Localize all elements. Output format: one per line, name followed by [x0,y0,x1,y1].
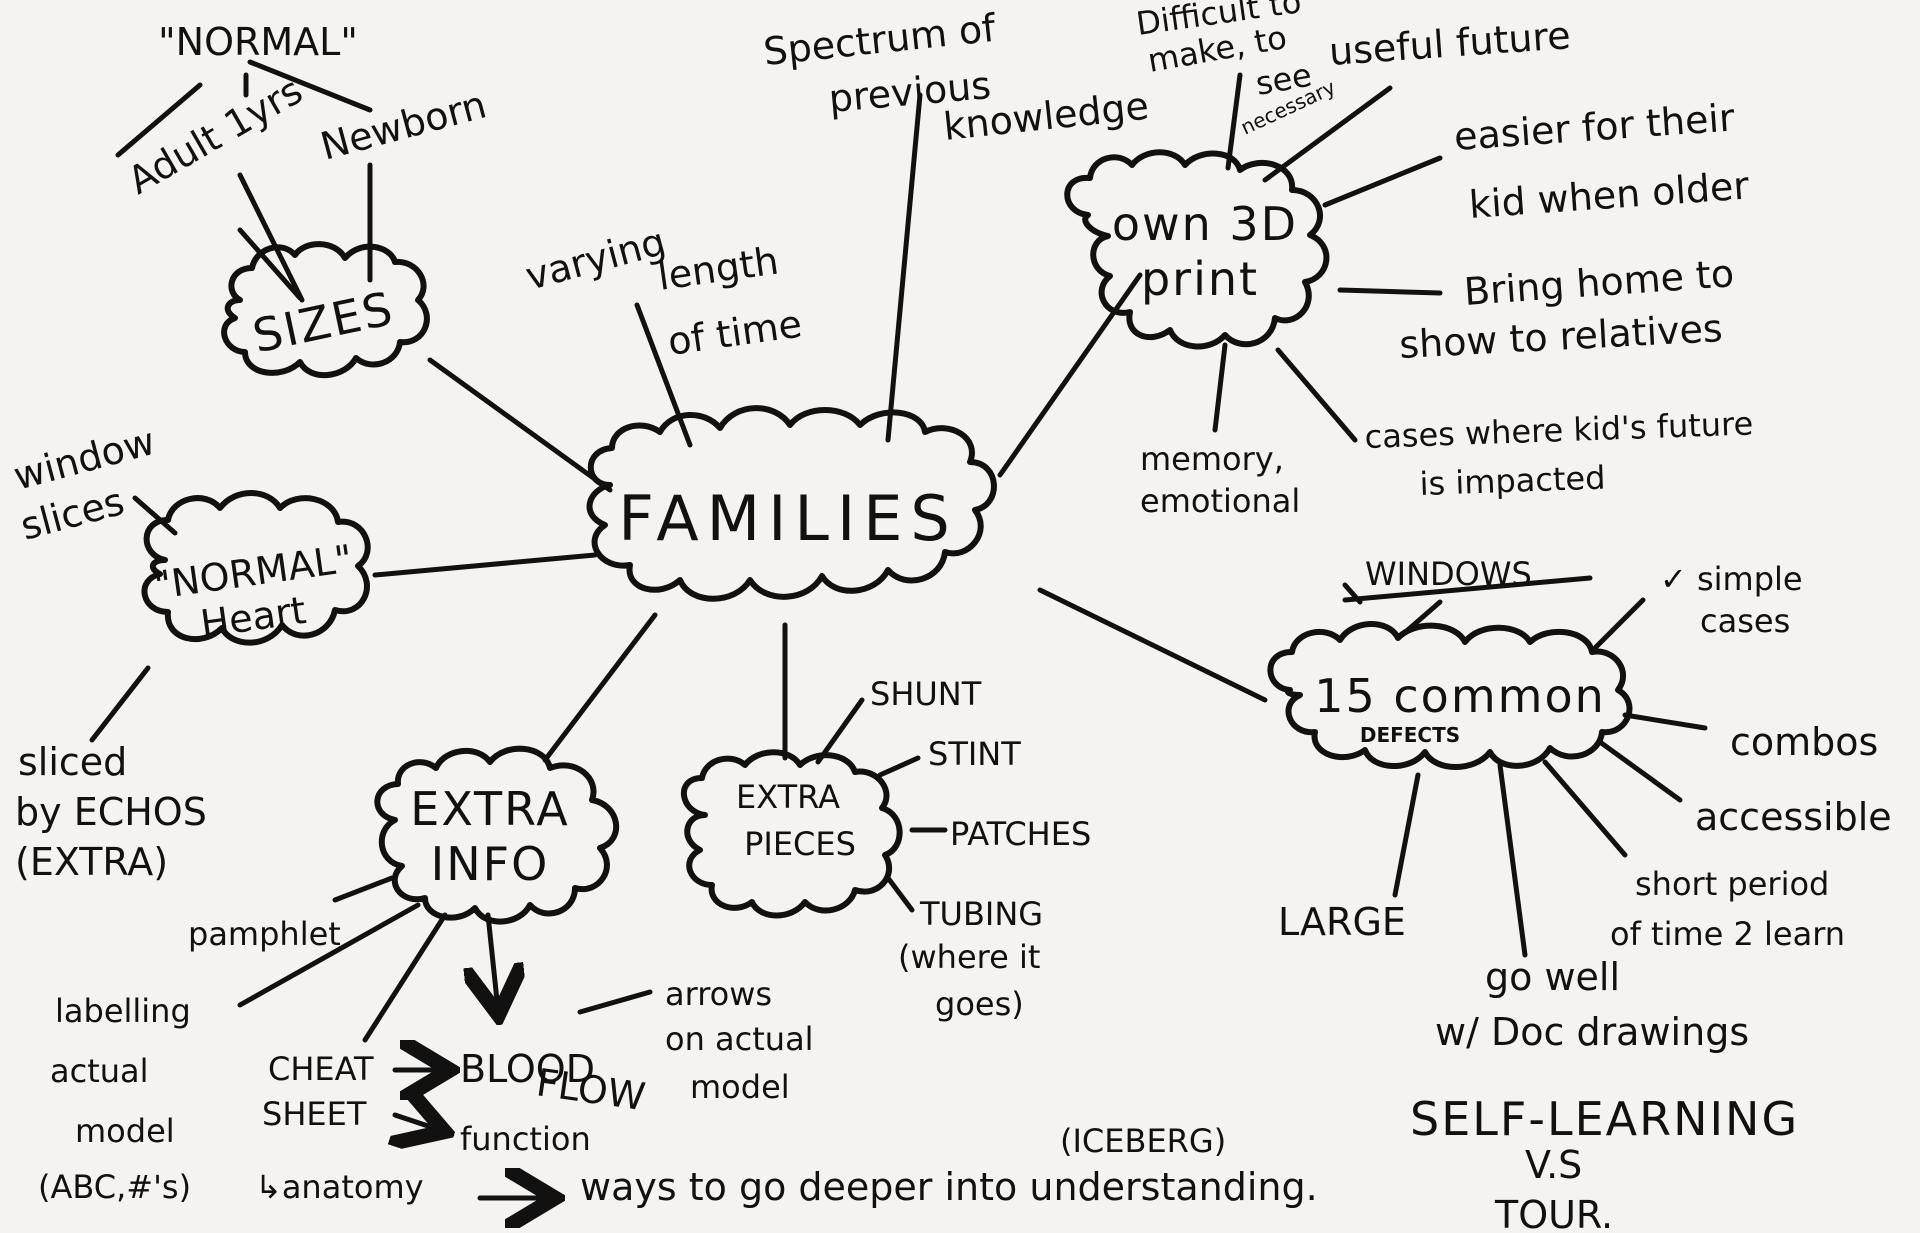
blood-label: BLOOD [460,1047,595,1091]
cloud-common-defects [1267,621,1633,770]
windows-underline [1342,575,1593,603]
stint-label: STINT [928,735,1021,773]
own3d-topic-line1: own 3D [1112,197,1298,251]
central-topic: FAMILIES [618,482,958,555]
anatomy-label: ↳anatomy [255,1168,424,1206]
function-label: function [460,1120,591,1158]
patches-label: PATCHES [950,815,1091,853]
cloud-sizes [221,241,430,379]
accessible-label: accessible [1695,795,1892,839]
go-well-line1: go well [1485,955,1620,999]
defects-subtopic: DEFECTS [1360,723,1460,747]
pamphlet-label: pamphlet [188,915,341,953]
self-learning-line3: TOUR. [1494,1193,1613,1233]
labelling-line1: labelling [55,992,191,1030]
cases-line2: is impacted [1419,459,1606,503]
cloud-extra-info [374,745,620,925]
ways-deeper-label: ways to go deeper into understanding. [580,1165,1318,1209]
extra-info-topic-line2: INFO [431,837,550,891]
arrows-line1: arrows [665,975,772,1013]
defects-topic: 15 common [1314,669,1606,723]
cloud-own-3d-print [1064,149,1330,350]
labelling-line3: model [75,1112,175,1150]
cloud-normal-heart [141,490,371,646]
memory-line1: memory, [1140,440,1284,478]
connector-lines [89,59,1708,1198]
simple-line1: ✓ simple [1660,560,1803,598]
iceberg-label: (ICEBERG) [1060,1122,1226,1160]
combos-label: combos [1730,720,1878,764]
short-line2: of time 2 learn [1610,915,1845,953]
arrows-line3: model [690,1068,790,1106]
self-learning-line2: V.S [1525,1143,1582,1187]
tubing-line3: goes) [935,985,1024,1023]
arrows-line2: on actual [665,1020,814,1058]
memory-line2: emotional [1140,482,1300,520]
sliced-by-line1: sliced [18,740,127,784]
extra-pieces-topic-line1: EXTRA [736,778,840,816]
sizes-normal-label: "NORMAL" [158,20,358,64]
shunt-label: SHUNT [870,675,982,713]
self-learning-line1: SELF-LEARNING [1410,1092,1799,1146]
simple-line2: cases [1700,602,1790,640]
go-well-line2: w/ Doc drawings [1435,1010,1749,1054]
large-label: LARGE [1278,900,1406,944]
tubing-line2: (where it [898,938,1040,976]
labelling-line4: (ABC,#'s) [38,1168,191,1206]
cheat-sheet-line1: CHEAT [268,1050,374,1088]
tubing-line1: TUBING [919,895,1043,933]
labelling-line2: actual [50,1052,149,1090]
sliced-by-line3: (EXTRA) [15,840,168,884]
cloud-families [586,405,997,602]
own3d-topic-line2: print [1141,252,1259,306]
extra-info-topic-line1: EXTRA [410,782,569,836]
extra-pieces-topic-line2: PIECES [744,825,856,863]
cheat-sheet-line2: SHEET [262,1095,367,1133]
short-line1: short period [1635,865,1829,903]
sliced-by-line2: by ECHOS [15,790,207,834]
cloud-extra-pieces [681,749,903,919]
